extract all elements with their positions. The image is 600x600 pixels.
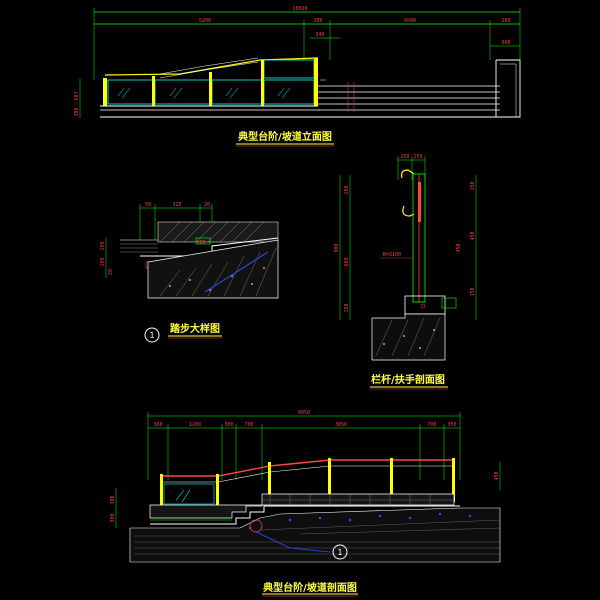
handrail-lower: [402, 205, 415, 217]
elev-dim-height-b: 300: [74, 107, 80, 116]
step-dim-top-b: 320: [172, 202, 181, 208]
railing-foundation-hatch: [375, 317, 441, 357]
step-detail-title: 踏步大样图: [170, 322, 220, 335]
rail-dim-right-c: 150: [470, 287, 476, 296]
rail-dim-top-a: 250: [400, 154, 409, 160]
rail-radius: R=2100: [383, 252, 401, 258]
railing-foundation: [371, 313, 446, 361]
elev-step-lines: [318, 85, 500, 111]
sect-dim-left-b: 300: [110, 513, 116, 522]
section-ground: [129, 507, 501, 563]
rail-dim-top-b: 250: [413, 154, 422, 160]
elevation-title: 典型台阶/坡道立面图: [238, 130, 332, 143]
detail-marker-circle: [144, 327, 160, 343]
elev-dim-sub-a: 340: [315, 32, 324, 38]
section-steps: [150, 505, 460, 525]
section-wall-grid: [262, 494, 454, 505]
section-ground-hatch: [134, 519, 501, 555]
rail-dim-right-a: 150: [470, 181, 476, 190]
section-view: 4950 360 1200 300 700 3850 700 350 300 3…: [110, 410, 501, 597]
rail-dim-left-lower: 150: [344, 303, 350, 312]
section-detail-marker: [332, 544, 348, 560]
railing-section-view: 250 250 900 150 600 150 150 450 150 450 …: [334, 154, 477, 390]
sect-dim-seg7: 350: [447, 422, 456, 428]
step-dim-left-c: 20: [108, 269, 114, 275]
step-upper-hatch: [157, 221, 279, 243]
elev-dim-seg2: 200: [313, 18, 322, 24]
step-dim-top-c: 20: [204, 202, 210, 208]
elev-dim-sub-b: 600: [501, 40, 510, 46]
elev-post-left: [103, 78, 107, 106]
section-detail-marker-label: 1: [337, 548, 342, 557]
sect-dim-seg6: 700: [427, 422, 436, 428]
elev-dim-seg1: 5200: [199, 18, 211, 24]
step-detail-view: 50 320 20 150 150 20 300: [100, 202, 279, 343]
step-dim-left-a: 150: [100, 241, 106, 250]
elev-dim-overall: 10020: [292, 6, 307, 12]
section-glass: [163, 483, 215, 505]
sect-dim-seg3: 300: [224, 422, 233, 428]
step-foundation-hatch: [147, 239, 279, 299]
elev-posts: [152, 58, 318, 106]
elev-dim-seg3: 4500: [404, 18, 416, 24]
rail-dim-right-b: 450: [470, 231, 476, 240]
section-gravel: [248, 512, 472, 530]
elev-dim-height-a: 607: [74, 91, 80, 100]
step-dim-tread: 300: [196, 240, 205, 246]
section-title: 典型台阶/坡道剖面图: [263, 581, 357, 594]
rail-dim-left-mid: 600: [344, 257, 350, 266]
sect-dim-seg4: 700: [244, 422, 253, 428]
step-dim-top-a: 50: [145, 202, 151, 208]
step-nosing: [195, 237, 211, 245]
sect-dim-seg1: 360: [153, 422, 162, 428]
sect-dim-left-a: 300: [110, 495, 116, 504]
elevation-view: 10020 5200 200 4500 200 340 600 607 300: [74, 6, 521, 147]
elev-dim-seg4: 200: [501, 18, 510, 24]
section-posts: [160, 458, 455, 508]
sect-dim-seg5: 3850: [335, 422, 347, 428]
sect-dim-overall: 4950: [298, 410, 310, 416]
step-left-block: [120, 239, 158, 253]
handrail-top: [401, 169, 415, 179]
sect-dim-right-a: 450: [494, 471, 500, 480]
rail-dim-right-d: 450: [456, 243, 462, 252]
railing-section-title: 栏杆/扶手剖面图: [371, 373, 445, 386]
detail-marker-label: 1: [149, 331, 154, 340]
rail-dim-left-total: 900: [334, 243, 340, 252]
rail-dim-left-upper: 150: [344, 185, 350, 194]
sect-dim-seg2: 1200: [189, 422, 201, 428]
step-dim-left-b: 150: [100, 257, 106, 266]
elev-glass-reflections: [117, 87, 291, 99]
